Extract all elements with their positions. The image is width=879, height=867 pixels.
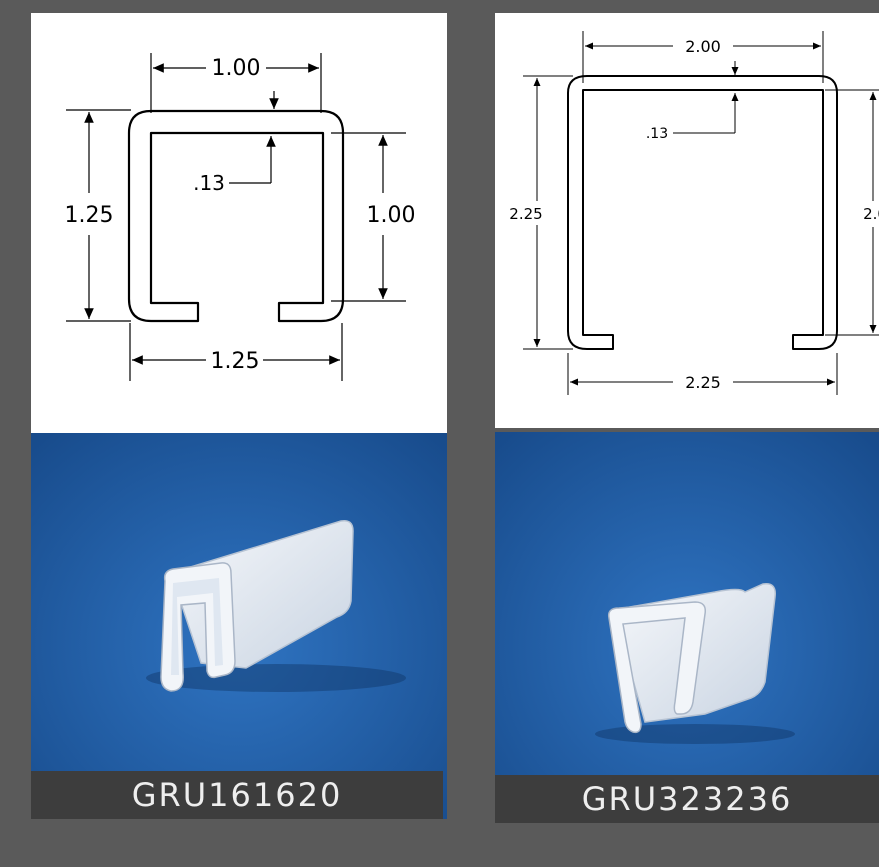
part-number-label: GRU161620 (31, 771, 443, 819)
channel-profile-diagram: 1.00 .13 1.25 1.00 1.25 (65, 53, 416, 381)
channel-outline (127, 109, 345, 323)
product-photo: GRU323236 (495, 432, 879, 823)
dim-outer-width: 2.25 (685, 373, 721, 392)
channel-outline (567, 75, 838, 350)
dim-wall: .13 (193, 171, 225, 195)
product-card-gru161620[interactable]: 1.00 .13 1.25 1.00 1.25 (31, 13, 447, 819)
technical-drawing: 2.00 .13 2.25 2.0 2.25 (495, 13, 879, 428)
dim-wall: .13 (646, 126, 668, 142)
part-number-label: GRU323236 (495, 775, 879, 823)
technical-drawing: 1.00 .13 1.25 1.00 1.25 (31, 13, 447, 433)
product-photo: GRU161620 (31, 433, 447, 819)
dim-outer-height: 1.25 (65, 203, 114, 228)
dim-outer-width: 1.25 (211, 349, 260, 374)
dim-inner-width: 2.00 (685, 37, 721, 56)
product-card-gru323236[interactable]: 2.00 .13 2.25 2.0 2.25 (495, 13, 879, 823)
channel-profile-diagram: 2.00 .13 2.25 2.0 2.25 (509, 31, 879, 395)
dim-inner-width: 1.00 (212, 56, 261, 81)
dim-inner-height: 2.0 (863, 205, 879, 223)
dim-outer-height: 2.25 (509, 205, 542, 223)
dim-inner-height: 1.00 (367, 203, 416, 228)
